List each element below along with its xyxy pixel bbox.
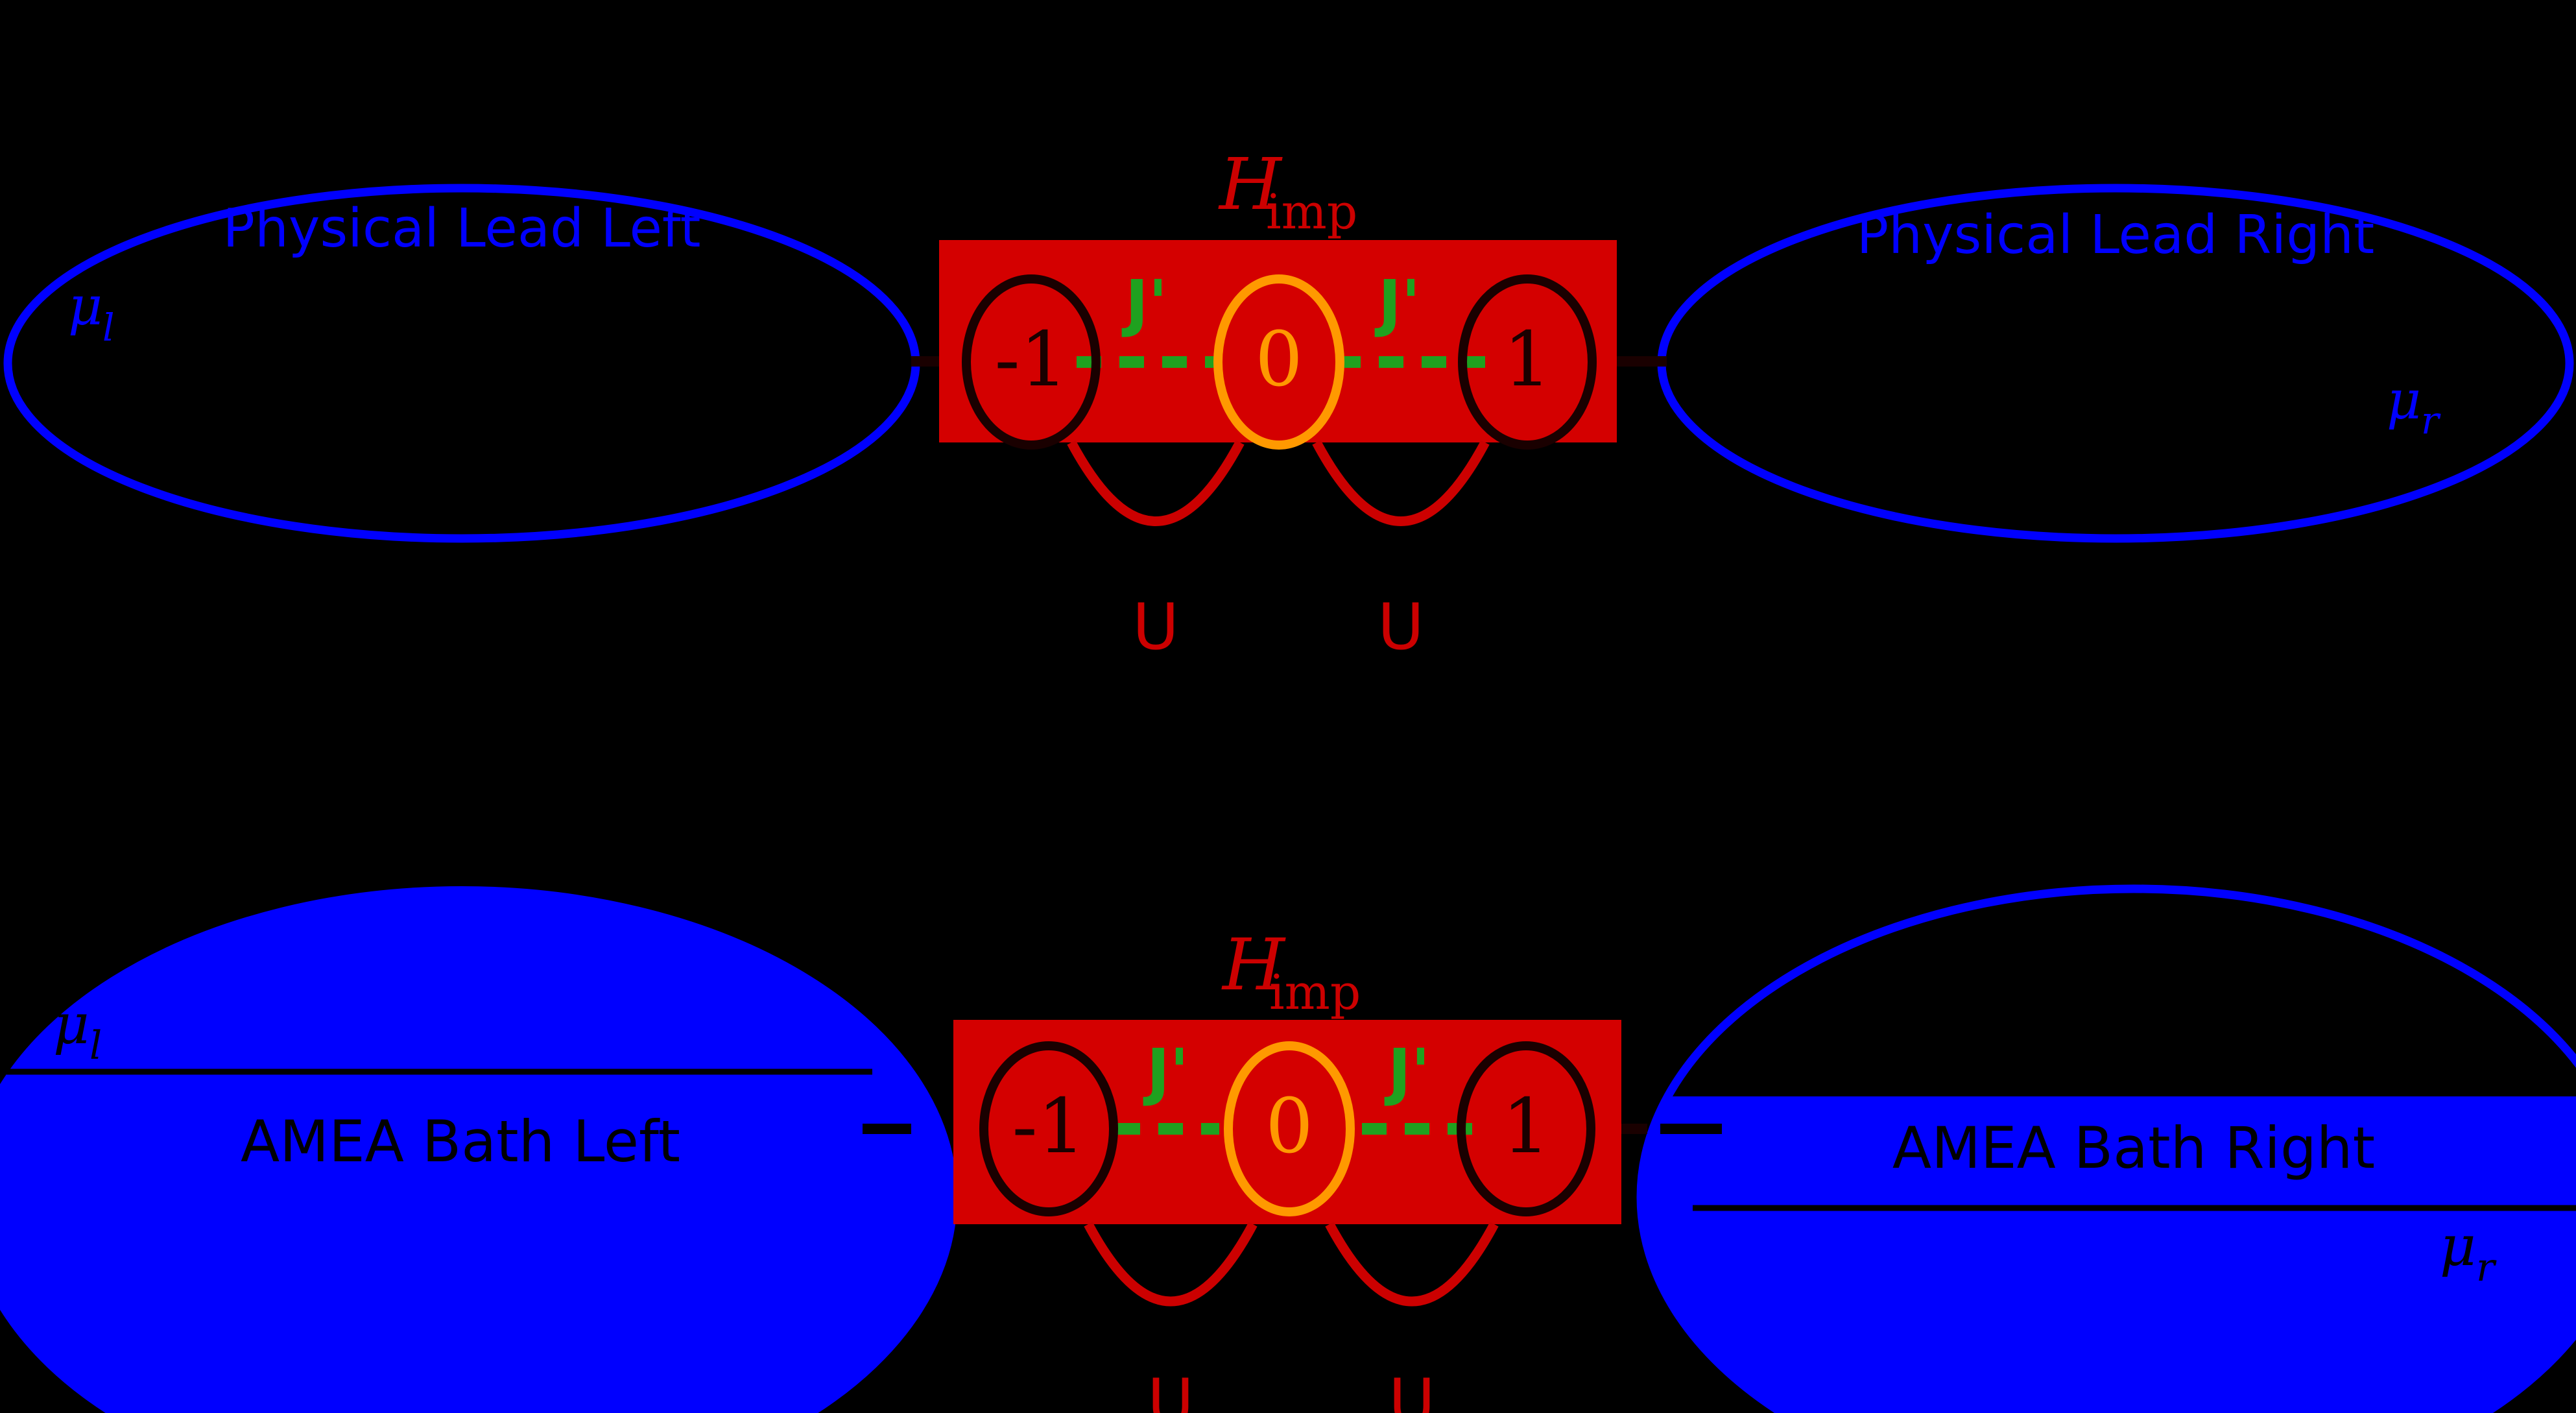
hopping-label-right-top: J': [1374, 267, 1420, 339]
mu-left-bottom-subscript: l: [89, 1023, 102, 1069]
site-minus1-top-label: -1: [995, 316, 1068, 404]
interaction-arc-right-bottom: [1325, 1222, 1499, 1307]
amea-bath-right-outline: [1636, 884, 2576, 1413]
amea-bath-left-label: AMEA Bath Left: [241, 1108, 680, 1175]
interaction-label-right-bottom: U: [1389, 1366, 1435, 1413]
hopping-label-left-top: J': [1121, 267, 1167, 339]
interaction-arc-left-top: [1067, 440, 1245, 526]
site-1-bottom-label: 1: [1502, 1083, 1550, 1170]
amea-bath-right-label: AMEA Bath Right: [1892, 1115, 2375, 1181]
mu-right-bottom-subscript: r: [2476, 1245, 2497, 1290]
mu-left-bottom-symbol: μ: [53, 992, 89, 1057]
site-0-top-label: 0: [1255, 316, 1303, 404]
amea-bath-right-fill: [1641, 1096, 2576, 1413]
site-minus1-bottom-label: -1: [1012, 1083, 1086, 1170]
mu-right-top-subscript: r: [2421, 398, 2441, 442]
mu-right-bottom-symbol: μ: [2440, 1214, 2476, 1279]
site-1-bottom: [1457, 1041, 1595, 1216]
hamiltonian-imp-bottom-subscript: imp: [1269, 965, 1361, 1020]
interaction-arc-left-bottom: [1084, 1222, 1258, 1307]
physical-lead-right-label: Physical Lead Right: [1857, 204, 2375, 266]
site-0-bottom: [1224, 1041, 1355, 1216]
site-minus1-bottom: [979, 1041, 1118, 1216]
interaction-label-right-top: U: [1377, 590, 1424, 664]
mu-right-top-symbol: μ: [2387, 370, 2421, 431]
interaction-arc-right-top: [1312, 440, 1490, 526]
site-minus1-top: [962, 274, 1101, 450]
hamiltonian-imp-bottom-symbol: H: [1221, 923, 1286, 1006]
impurity-box-top: [939, 240, 1617, 442]
hamiltonian-imp-top-subscript: imp: [1266, 184, 1357, 240]
site-0-bottom-label: 0: [1265, 1083, 1313, 1170]
impurity-box-bottom: [953, 1020, 1621, 1224]
mu-left-top-subscript: l: [102, 306, 115, 350]
mu-left-top-symbol: μ: [68, 276, 102, 337]
site-1-top: [1458, 274, 1597, 450]
hopping-label-right-bottom: J': [1384, 1035, 1430, 1108]
site-0-top: [1213, 274, 1344, 450]
interaction-label-left-bottom: U: [1147, 1366, 1194, 1413]
site-1-top-label: 1: [1503, 316, 1551, 404]
hopping-label-left-bottom: J': [1143, 1035, 1189, 1108]
physical-lead-left-label: Physical Lead Left: [223, 198, 701, 260]
interaction-label-left-top: U: [1132, 590, 1179, 664]
hamiltonian-imp-top-symbol: H: [1218, 143, 1283, 226]
